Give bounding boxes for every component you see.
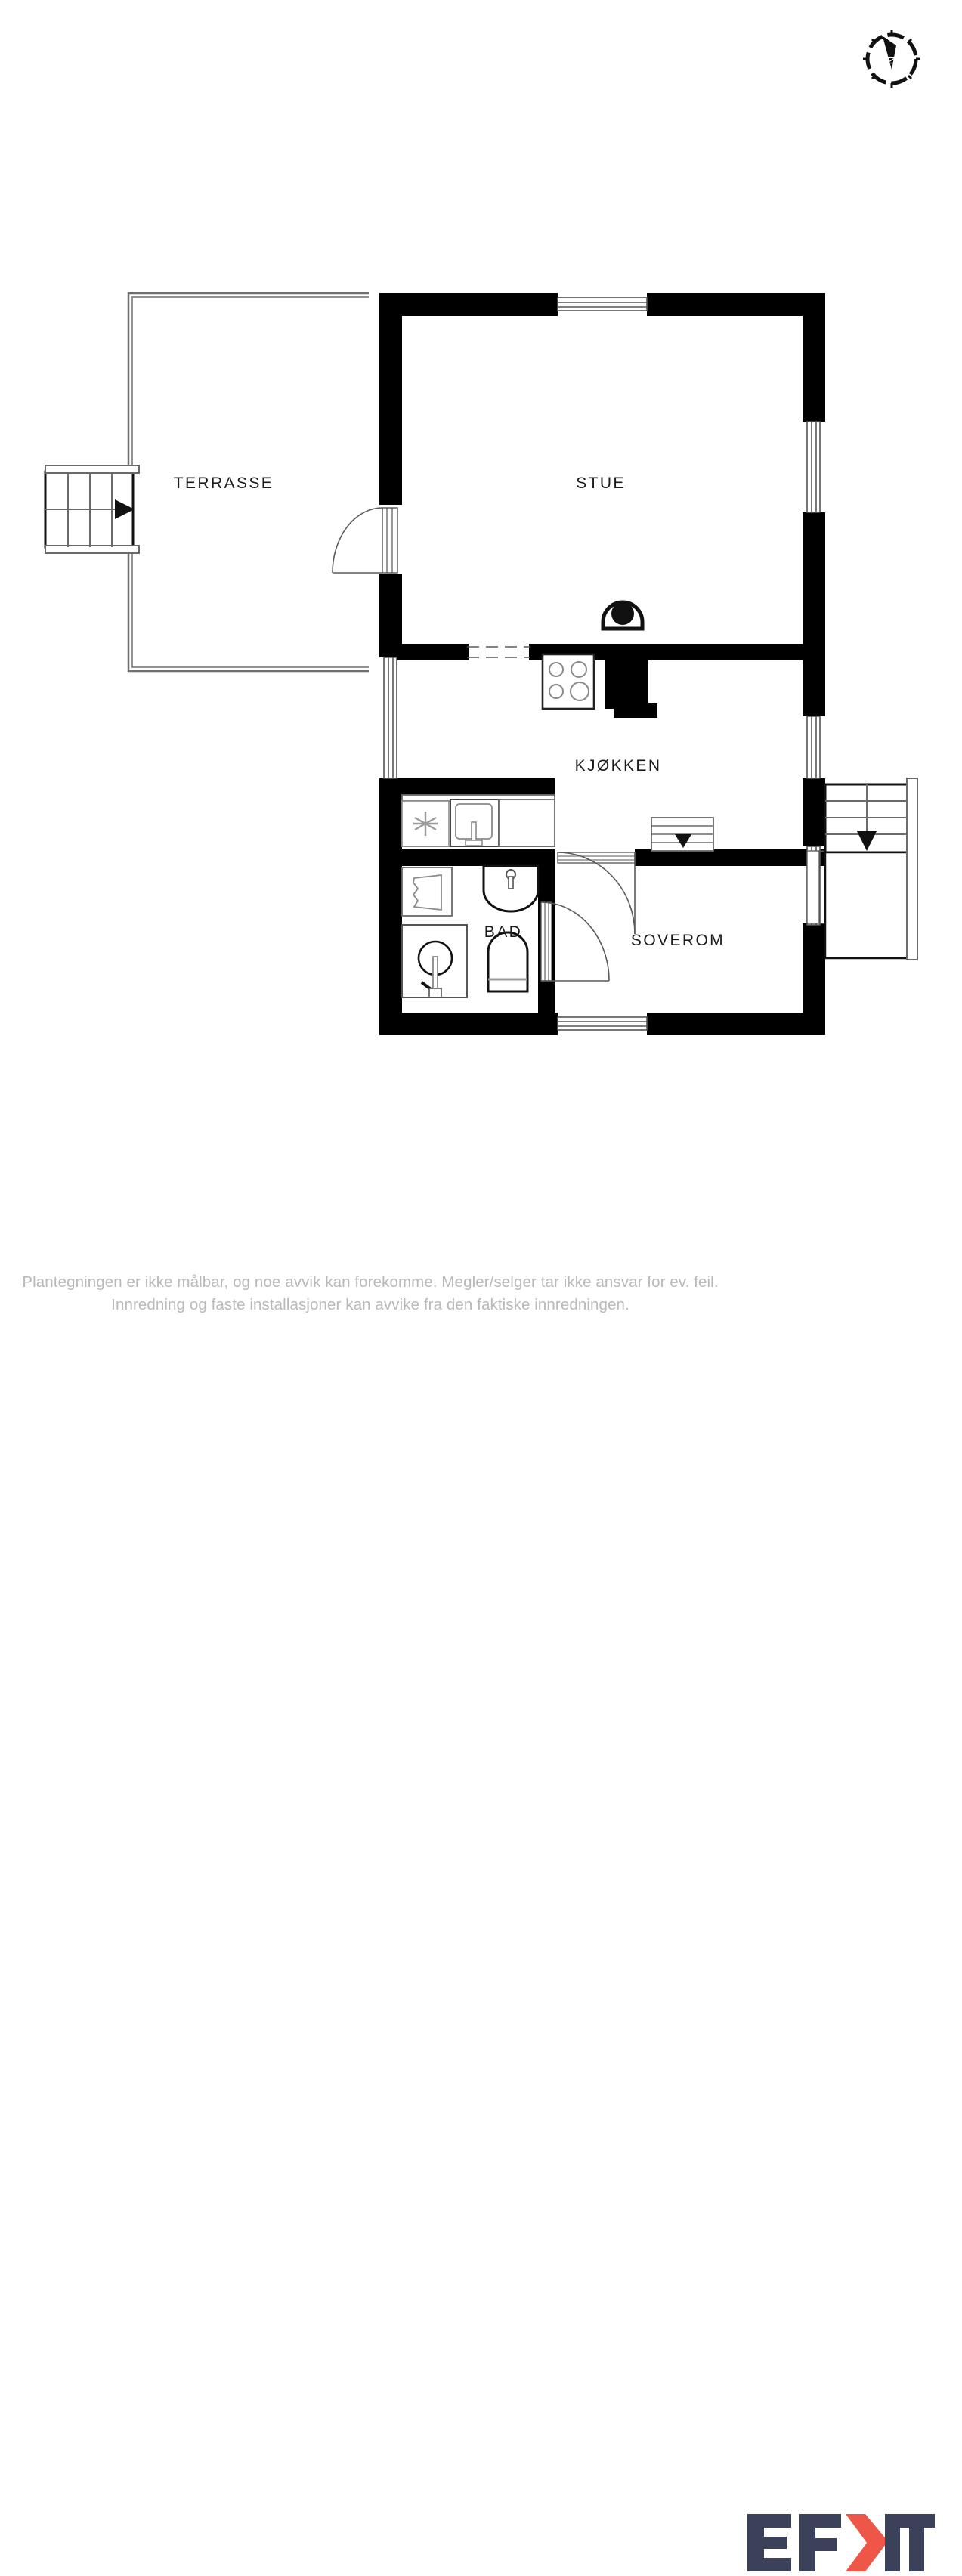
room-labels: TERRASSE STUE KJØKKEN BAD SOVEROM <box>174 475 725 949</box>
room-label-stue: STUE <box>576 475 626 492</box>
stove-cooktop-icon <box>541 653 595 710</box>
disclaimer-text: Plantegningen er ikke målbar, og noe avv… <box>15 1271 725 1316</box>
toilet-icon <box>487 931 529 993</box>
logo-letter-t <box>899 2514 935 2571</box>
walls <box>379 293 825 1035</box>
washing-machine-icon <box>401 800 450 847</box>
room-label-bad: BAD <box>484 923 522 941</box>
windows <box>383 297 821 1031</box>
stairs-interior-icon <box>651 817 714 852</box>
wood-stove-icon <box>601 600 645 631</box>
room-label-kjokken: KJØKKEN <box>575 757 662 775</box>
window-right-top <box>806 716 821 779</box>
footer: Plantegningen er ikke målbar, og noe avv… <box>0 1254 962 2571</box>
window-top <box>557 297 648 311</box>
door-terrace <box>332 507 398 574</box>
floor-plan-canvas: N <box>44 30 920 1035</box>
window-left-lower <box>383 657 397 779</box>
logo-k-bar <box>885 2514 900 2571</box>
north-letter: N <box>885 57 898 65</box>
shower-icon <box>401 924 468 998</box>
logo-letter-e <box>747 2514 791 2571</box>
room-label-terrasse: TERRASSE <box>174 475 274 492</box>
floor-plan-drawing: N <box>44 30 920 1035</box>
wash-basin-icon <box>482 864 540 913</box>
room-label-soverom: SOVEROM <box>631 932 725 949</box>
window-right-upper <box>806 421 821 513</box>
north-arrow-icon: N <box>863 30 920 88</box>
door-soverom <box>557 852 636 935</box>
logo-chevron-icon <box>846 2514 888 2571</box>
stairs-entrance-icon <box>824 778 918 960</box>
bathroom-fixtures <box>401 864 540 998</box>
door-bad <box>540 901 610 982</box>
efkt-logo <box>747 2514 935 2571</box>
window-bottom <box>557 1016 648 1031</box>
logo-letter-f <box>799 2514 841 2571</box>
disclaimer-line-2: Innredning og faste installasjoner kan a… <box>111 1296 629 1313</box>
opening-stue-kjokken <box>467 646 530 658</box>
kitchen-counter <box>401 794 555 847</box>
kitchen-sink-icon <box>450 799 500 847</box>
stairs-terrace-icon <box>44 465 140 554</box>
walls-detail <box>379 574 467 660</box>
bathroom-sink-icon <box>401 867 453 917</box>
disclaimer-line-1: Plantegningen er ikke målbar, og noe avv… <box>22 1273 719 1291</box>
